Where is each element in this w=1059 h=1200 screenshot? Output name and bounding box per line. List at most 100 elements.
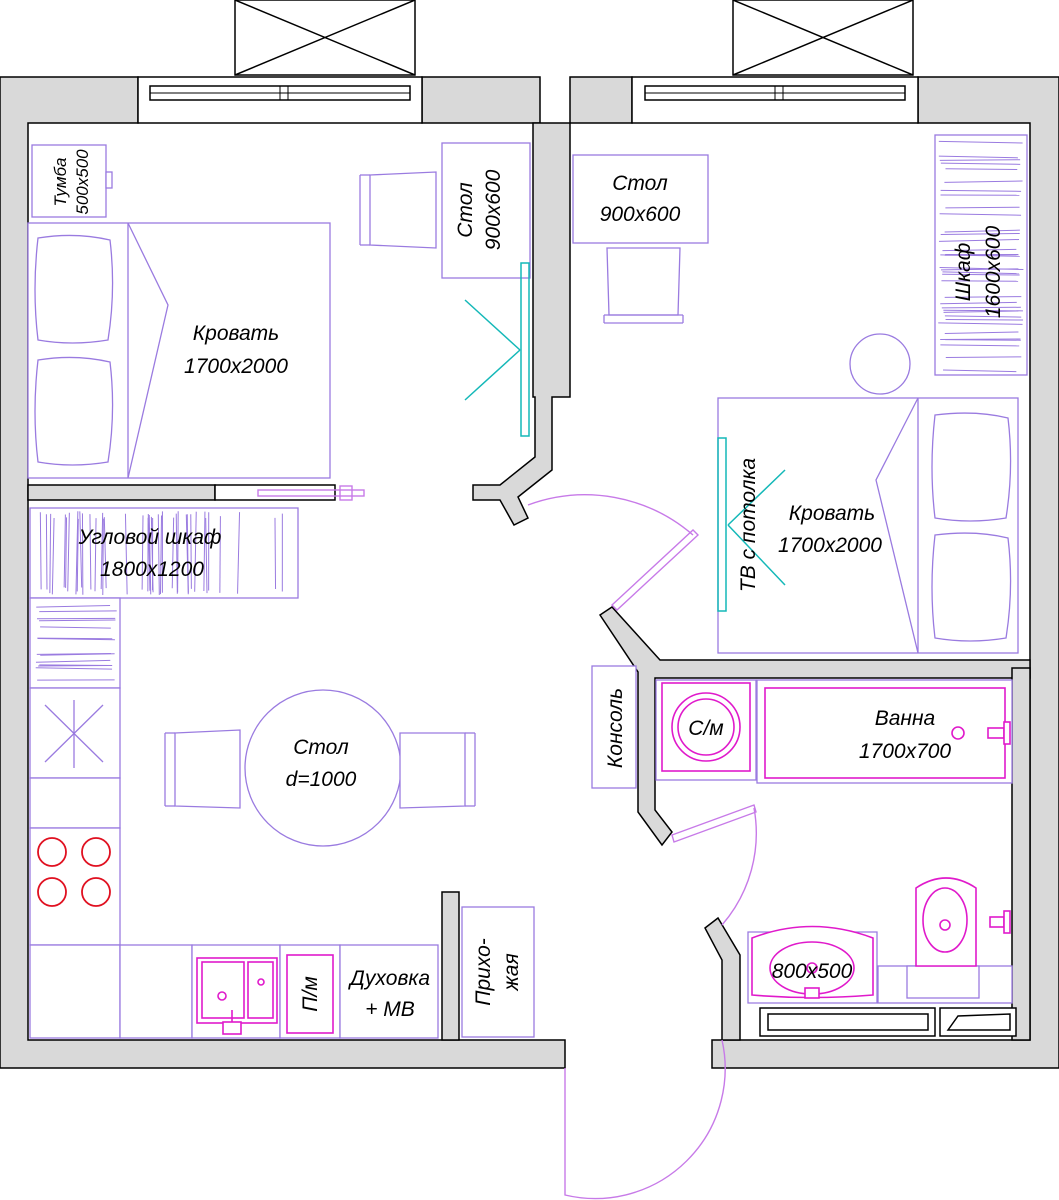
hatch-line xyxy=(940,301,1017,305)
hatch-line xyxy=(940,254,1020,257)
oven-label: Духовка xyxy=(348,967,430,990)
hatch-line xyxy=(938,155,1018,159)
hatch-line xyxy=(942,248,1017,252)
hatch-line xyxy=(175,513,178,594)
hatch-line xyxy=(124,513,128,595)
hatch-line xyxy=(941,268,1019,271)
hatch-line xyxy=(203,511,206,592)
wardrobe-right: Шкаф 1600x600 xyxy=(934,134,1028,376)
desk-right-size: 900x600 xyxy=(600,203,681,226)
hatch-line xyxy=(103,517,107,589)
hatch-line xyxy=(185,514,189,595)
corner-wardrobe-size: 1800x1200 xyxy=(100,558,204,581)
hall-label-2: жая xyxy=(500,953,523,991)
round-table: Стол d=1000 xyxy=(244,689,402,847)
hatch-line xyxy=(938,140,1023,144)
desk-right-label: Стол xyxy=(612,172,668,195)
desk-right: Стол 900x600 xyxy=(572,154,709,244)
corner-wardrobe: Угловой шкаф 1800x1200 xyxy=(29,507,299,689)
hatch-line xyxy=(39,512,42,590)
hatch-line xyxy=(940,338,1021,340)
hatch-line xyxy=(159,515,163,595)
hatch-line xyxy=(177,511,179,593)
toilet xyxy=(877,877,1013,1004)
hatch-line xyxy=(39,610,117,613)
outer-walls xyxy=(0,76,1059,1069)
wardrobe-size: 1600x600 xyxy=(982,226,1005,319)
hatch-line xyxy=(76,518,79,592)
hatch-line xyxy=(945,356,1022,358)
chair-desk-left xyxy=(359,171,437,249)
bed-right-label: Кровать xyxy=(789,502,875,525)
washing-machine: С/м xyxy=(655,679,757,781)
hatch-line xyxy=(940,189,1022,192)
chair-desk-right xyxy=(603,247,684,324)
tumba-label: Тумба xyxy=(51,158,70,207)
hatch-line xyxy=(944,180,1023,183)
hatch-line xyxy=(89,514,92,590)
hatch-line xyxy=(945,206,1020,209)
hatch-line xyxy=(157,514,160,595)
hatch-line xyxy=(67,512,70,592)
desk-left: Стол 900x600 xyxy=(441,142,531,279)
hatch-line xyxy=(237,512,241,594)
hatch-line xyxy=(49,513,52,594)
hatch-line xyxy=(940,233,1020,236)
hatch-line xyxy=(40,626,111,629)
hatch-line xyxy=(940,344,1020,347)
inner-walls xyxy=(27,122,1031,1041)
chair-table-left xyxy=(164,729,241,809)
nightstand-round xyxy=(849,333,911,395)
hatch-line xyxy=(945,168,1018,171)
entrance-door xyxy=(564,1039,726,1200)
hatch-line xyxy=(39,664,113,667)
bathroom-door xyxy=(671,804,757,926)
hatch-line xyxy=(148,515,152,595)
chair-table-right xyxy=(399,732,476,809)
wardrobe-label: Шкаф xyxy=(952,243,975,301)
bed-right: Кровать 1700x2000 xyxy=(717,397,1019,654)
hatch-line xyxy=(39,619,116,622)
tumba-size: 500x500 xyxy=(73,149,92,215)
hatch-line xyxy=(63,514,66,588)
hatch-line xyxy=(194,511,197,592)
bathroom-shelf xyxy=(759,1007,1017,1037)
oven-mw-label: + МВ xyxy=(365,998,415,1021)
bed-left: Кровать 1700x2000 xyxy=(27,222,331,479)
hatch-line xyxy=(36,604,111,608)
hatch-line xyxy=(938,322,1023,325)
tv-wall-left xyxy=(464,262,530,437)
hatch-line xyxy=(79,511,83,588)
hatch-line xyxy=(944,315,1022,318)
hall-cabinet: Прихо- жая xyxy=(461,906,535,1038)
hatch-line xyxy=(939,213,1022,216)
hatch-line xyxy=(219,516,221,593)
hatch-line xyxy=(939,159,1021,161)
hatch-line xyxy=(35,667,113,670)
stove-burners xyxy=(37,837,111,907)
hatch-line xyxy=(51,518,55,595)
hatch-line xyxy=(141,515,144,590)
oven-microwave: Духовка + МВ xyxy=(339,944,439,1039)
corner-wardrobe-label: Угловой шкаф xyxy=(78,526,222,549)
hatch-line xyxy=(274,517,277,590)
hatch-line xyxy=(944,331,1019,335)
dishwasher: П/м xyxy=(279,944,341,1039)
round-table-size: d=1000 xyxy=(286,768,357,791)
hatch-line xyxy=(102,518,104,595)
console: Консоль xyxy=(591,665,637,789)
hatch-line xyxy=(944,229,1020,233)
hatch-line xyxy=(943,369,1017,373)
bath-size: 1700x700 xyxy=(859,740,952,763)
hatch-line xyxy=(171,517,175,589)
hatch-line xyxy=(943,310,1019,313)
bathtub: Ванна 1700x700 xyxy=(756,679,1013,784)
hatch-line xyxy=(944,296,1022,298)
window-left xyxy=(137,76,423,124)
kitchen-units xyxy=(29,687,193,1039)
sliding-door-left xyxy=(257,485,365,501)
bedroom-door-right xyxy=(527,494,700,611)
tv-ceiling: ТВ с потолка xyxy=(717,437,786,612)
hatch-line xyxy=(100,512,104,590)
